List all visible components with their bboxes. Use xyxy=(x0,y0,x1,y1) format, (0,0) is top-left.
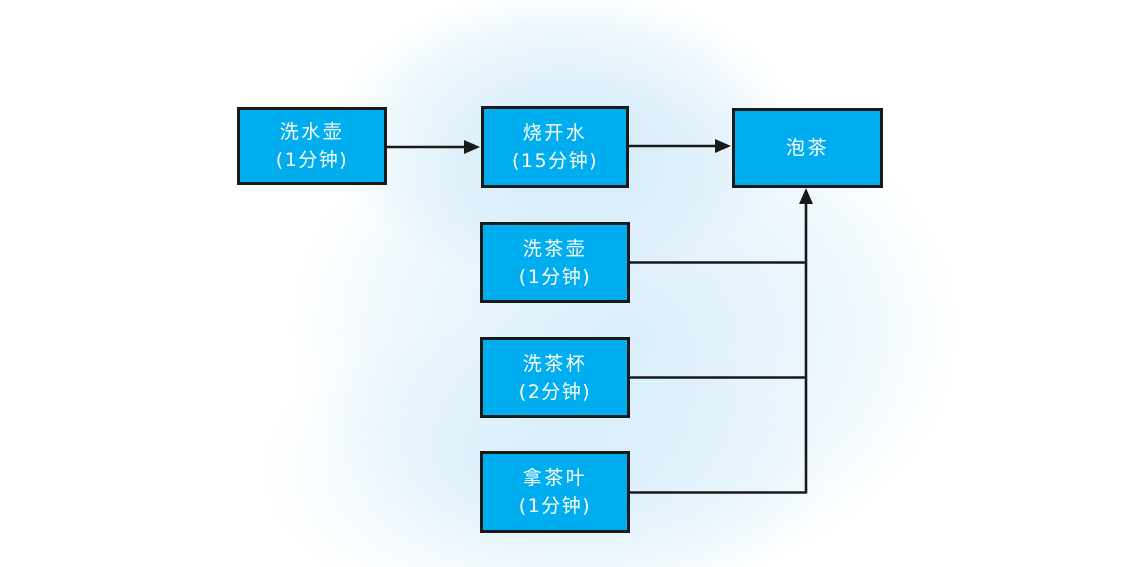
node-label: 洗水壶 xyxy=(279,121,345,143)
edge-wash-kettle-to-boil-water xyxy=(387,140,480,154)
node-take-tea-leaves: 拿茶叶 (1分钟) xyxy=(480,451,630,533)
edge-boil-water-to-brew-tea xyxy=(629,139,731,153)
node-duration: (1分钟) xyxy=(518,265,592,288)
node-label: 烧开水 xyxy=(522,122,588,144)
arrowhead-right-icon xyxy=(715,139,731,153)
arrowhead-up-icon xyxy=(799,188,813,204)
node-duration: (2分钟) xyxy=(518,380,592,403)
node-label: 拿茶叶 xyxy=(522,467,588,489)
arrowhead-right-icon xyxy=(464,140,480,154)
node-label: 洗茶壶 xyxy=(522,237,588,260)
node-label: 泡茶 xyxy=(785,137,829,159)
node-label: 洗茶杯 xyxy=(522,352,588,375)
node-duration: (1分钟) xyxy=(275,149,349,171)
node-wash-teacup: 洗茶杯 (2分钟) xyxy=(480,337,630,418)
node-duration: (1分钟) xyxy=(518,495,592,517)
node-duration: (15分钟) xyxy=(511,150,598,172)
node-wash-teapot: 洗茶壶 (1分钟) xyxy=(480,222,630,303)
node-wash-kettle: 洗水壶 (1分钟) xyxy=(237,107,387,185)
edge-trunk-to-brew-tea xyxy=(799,188,813,494)
node-boil-water: 烧开水 (15分钟) xyxy=(481,106,629,188)
node-brew-tea: 泡茶 xyxy=(732,108,883,188)
